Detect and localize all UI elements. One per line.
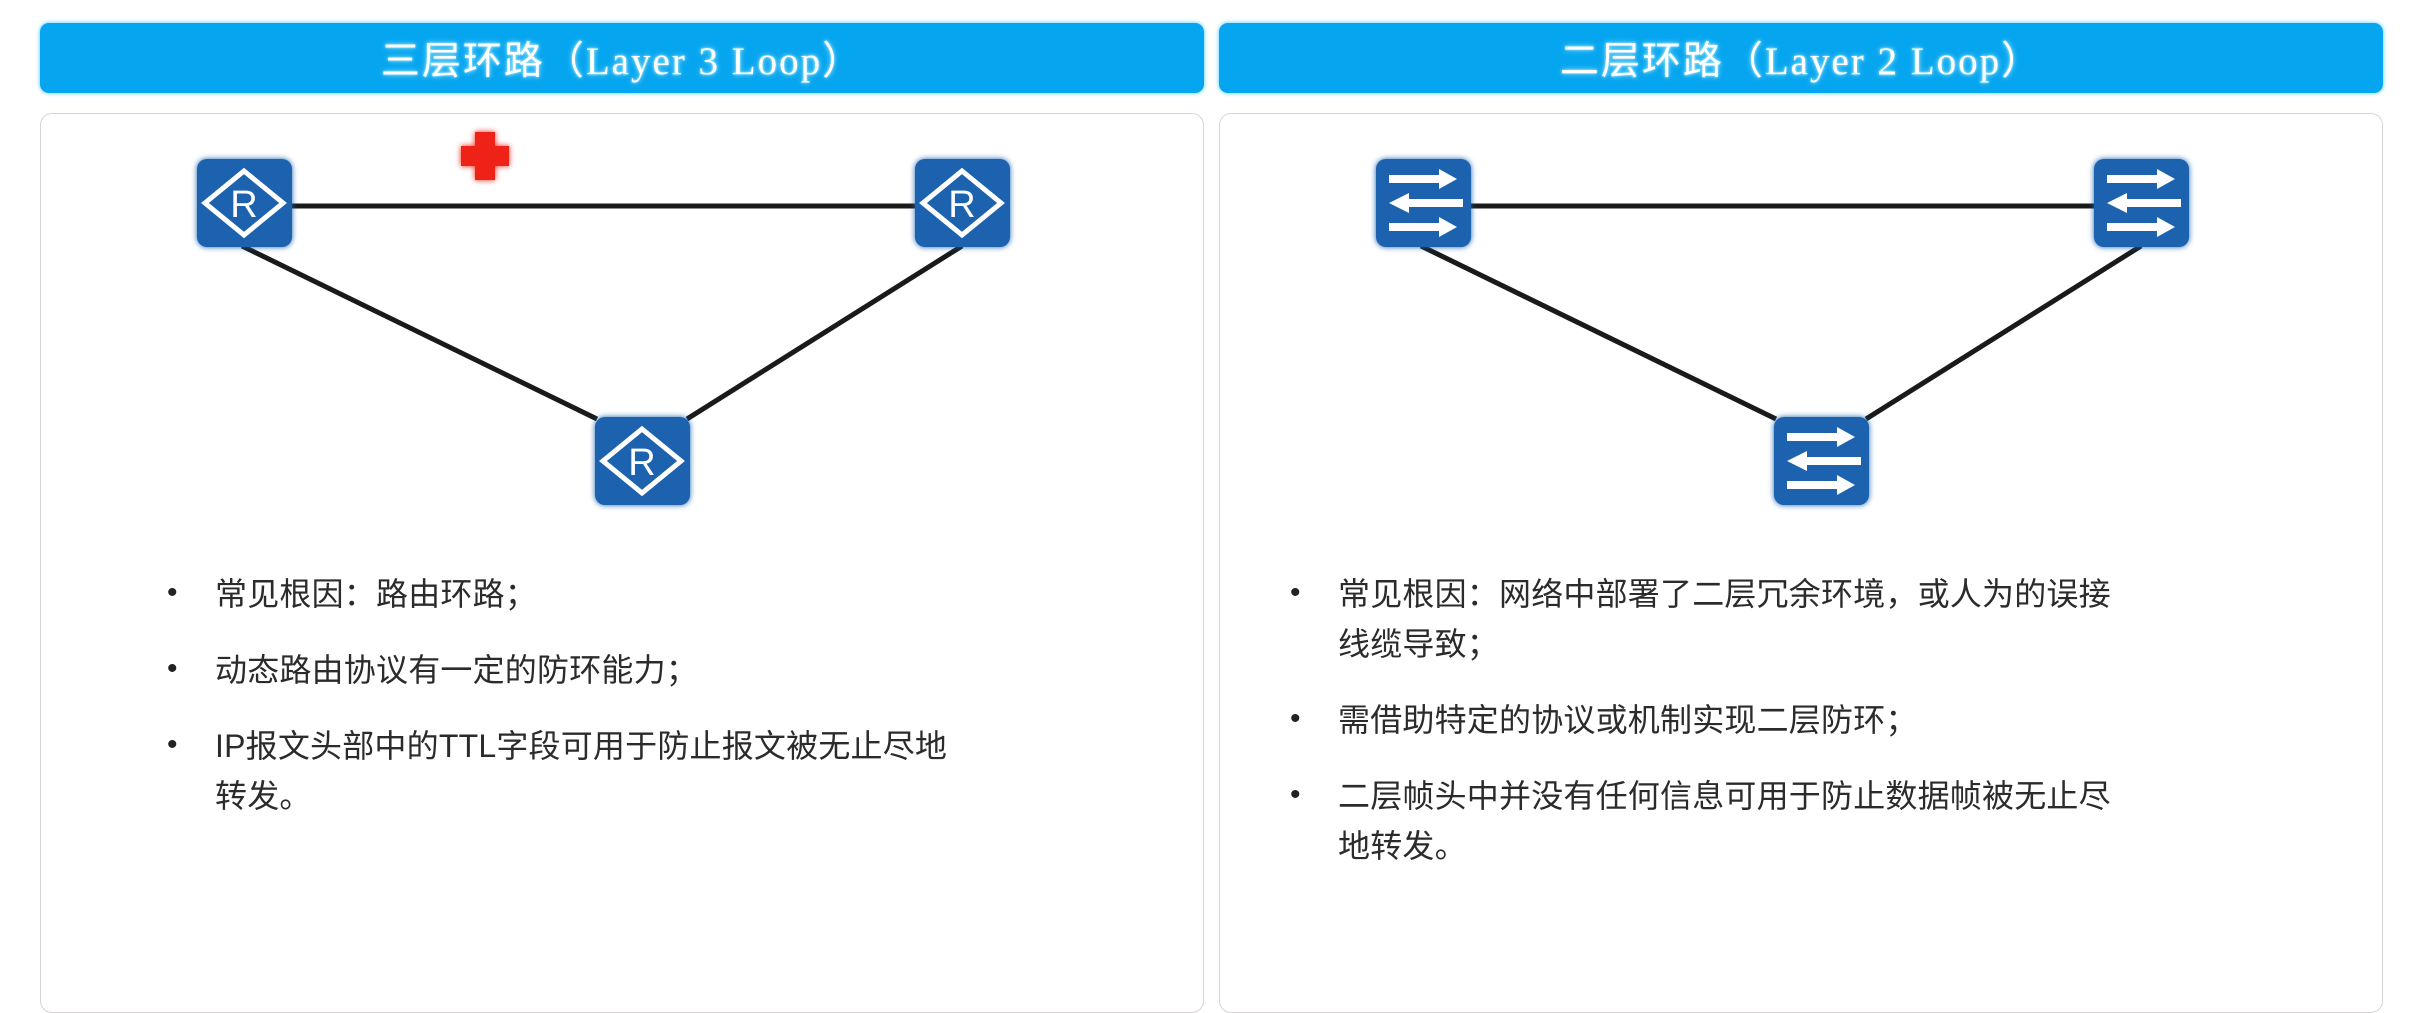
link-topright-bottom: [685, 243, 964, 422]
panel-title-layer2: 二层环路（Layer 2 Loop）: [1559, 40, 2043, 83]
list-item: • 常见根因：路由环路；: [159, 569, 1203, 619]
bullet-text: 二层帧头中并没有任何信息可用于防止数据帧被无止尽地转发。: [1338, 778, 2111, 864]
router-top-left-label: R: [230, 184, 257, 226]
panel-title-layer3: 三层环路（Layer 3 Loop）: [380, 40, 864, 83]
panel-body-layer2: • 常见根因：网络中部署了二层冗余环境，或人为的误接线缆导致； • 需借助特定的…: [1219, 113, 2383, 1013]
topology-links-layer3: [240, 203, 964, 422]
red-cross-marker: [461, 132, 509, 180]
bullet-text: 常见根因：路由环路；: [215, 576, 538, 612]
router-bottom-label: R: [628, 442, 655, 484]
bullet-marker: •: [167, 728, 178, 761]
slide-canvas: 三层环路（Layer 3 Loop）: [40, 23, 2383, 1013]
topology-diagram-layer3: R R R: [41, 114, 1203, 534]
bullet-list-layer2: • 常见根因：网络中部署了二层冗余环境，或人为的误接线缆导致； • 需借助特定的…: [1220, 569, 2382, 897]
router-bottom[interactable]: R: [595, 417, 690, 505]
link-topright-bottom: [1864, 243, 2143, 422]
bullet-marker: •: [167, 652, 178, 685]
topology-links-layer2: [1419, 203, 2143, 422]
router-top-left[interactable]: R: [197, 159, 292, 247]
bullet-marker: •: [167, 576, 178, 609]
bullet-list-layer3: • 常见根因：路由环路； • 动态路由协议有一定的防环能力； • IP报文头部中…: [41, 569, 1203, 847]
topology-diagram-layer2: [1220, 114, 2382, 534]
bullet-marker: •: [1290, 778, 1301, 811]
router-top-right[interactable]: R: [915, 159, 1010, 247]
bullet-marker: •: [1290, 702, 1301, 735]
link-topleft-bottom: [240, 243, 599, 422]
bullet-text: 需借助特定的协议或机制实现二层防环；: [1338, 702, 1918, 738]
list-item: • IP报文头部中的TTL字段可用于防止报文被无止尽地转发。: [159, 721, 1203, 821]
list-item: • 需借助特定的协议或机制实现二层防环；: [1282, 695, 2382, 745]
list-item: • 动态路由协议有一定的防环能力；: [159, 645, 1203, 695]
list-item: • 二层帧头中并没有任何信息可用于防止数据帧被无止尽地转发。: [1282, 771, 2382, 871]
bullet-text: 动态路由协议有一定的防环能力；: [215, 652, 699, 688]
topology-svg-layer2: [1376, 159, 2189, 505]
panel-header-layer3: 三层环路（Layer 3 Loop）: [40, 23, 1204, 93]
bullet-text: IP报文头部中的TTL字段可用于防止报文被无止尽地转发。: [215, 728, 948, 814]
bullet-text: 常见根因：网络中部署了二层冗余环境，或人为的误接线缆导致；: [1338, 576, 2111, 662]
topology-svg-layer3: R R R: [197, 132, 1010, 505]
switch-top-left[interactable]: [1376, 159, 1471, 247]
router-top-right-label: R: [948, 184, 975, 226]
bullet-marker: •: [1290, 576, 1301, 609]
switch-top-right[interactable]: [2094, 159, 2189, 247]
switch-bottom[interactable]: [1774, 417, 1869, 505]
list-item: • 常见根因：网络中部署了二层冗余环境，或人为的误接线缆导致；: [1282, 569, 2382, 669]
link-topleft-bottom: [1419, 243, 1778, 422]
panel-body-layer3: R R R: [40, 113, 1204, 1013]
panel-header-layer2: 二层环路（Layer 2 Loop）: [1219, 23, 2383, 93]
